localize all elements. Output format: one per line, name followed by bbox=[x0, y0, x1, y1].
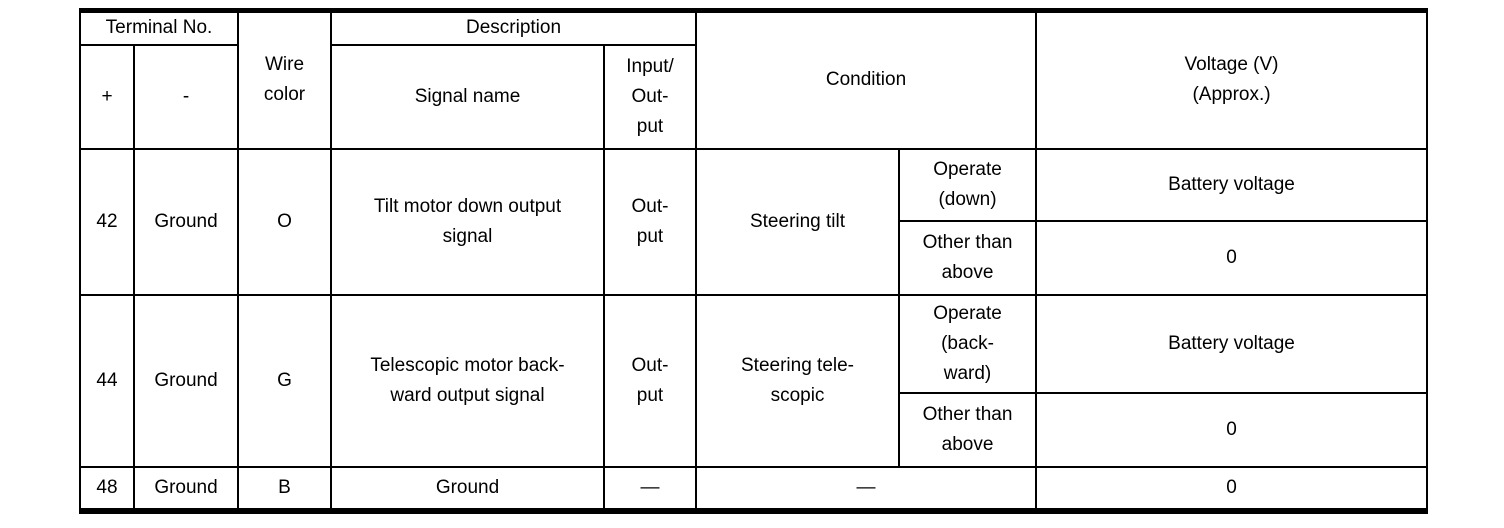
sub-condition-cell: Operate (back- ward) bbox=[898, 293, 1038, 394]
header-wire-color: Wire color bbox=[237, 9, 332, 150]
condition-cell: — bbox=[695, 465, 1038, 512]
table-row: 44 Ground G Telescopic motor back- ward … bbox=[79, 293, 1429, 468]
header-signal-name: Signal name bbox=[330, 43, 605, 150]
header-input-output: Input/ Out- put bbox=[602, 43, 698, 150]
wire-color-cell: O bbox=[237, 147, 332, 296]
voltage-cell: Battery voltage bbox=[1035, 293, 1429, 394]
signal-name-cell: Tilt motor down output signal bbox=[330, 147, 605, 296]
signal-name-cell: Telescopic motor back- ward output signa… bbox=[330, 293, 605, 468]
terminal-plus-cell: 44 bbox=[79, 293, 135, 468]
sub-condition-cell: Other than above bbox=[898, 219, 1038, 296]
signal-name-cell: Ground bbox=[330, 465, 605, 512]
voltage-cell: 0 bbox=[1035, 219, 1429, 296]
header-row-sub: + - Signal name Input/ Out- put bbox=[79, 43, 1427, 150]
sub-condition-cell: Operate (down) bbox=[898, 147, 1038, 222]
input-output-cell: Out- put bbox=[602, 147, 698, 296]
condition-cell: Steering tilt bbox=[695, 147, 901, 296]
voltage-cell: 0 bbox=[1035, 391, 1429, 468]
input-output-cell: Out- put bbox=[602, 293, 698, 468]
wire-color-cell: B bbox=[237, 465, 332, 512]
header-voltage: Voltage (V) (Approx.) bbox=[1035, 9, 1429, 150]
header-terminal-no: Terminal No. bbox=[79, 9, 239, 46]
header-description: Description bbox=[329, 9, 698, 46]
terminal-minus-cell: Ground bbox=[133, 465, 239, 512]
table-row: Other than above 0 bbox=[80, 391, 1429, 468]
voltage-cell: Battery voltage bbox=[1035, 147, 1429, 222]
terminal-spec-table: Terminal No. Wire color Description Cond… bbox=[79, 8, 1429, 514]
terminal-minus-cell: Ground bbox=[133, 147, 239, 296]
terminal-plus-cell: 48 bbox=[79, 465, 135, 512]
wire-color-cell: G bbox=[237, 293, 332, 468]
voltage-cell: 0 bbox=[1035, 465, 1429, 512]
sub-condition-cell: Other than above bbox=[898, 391, 1038, 468]
terminal-plus-cell: 42 bbox=[79, 147, 135, 296]
header-terminal-minus: - bbox=[133, 43, 239, 150]
header-row-top: Terminal No. Wire color Description Cond… bbox=[79, 9, 1429, 150]
input-output-cell: — bbox=[602, 465, 698, 512]
header-terminal-plus: + bbox=[79, 43, 135, 150]
table-row: 48 Ground B Ground — — 0 bbox=[79, 465, 1429, 512]
header-condition: Condition bbox=[695, 9, 1038, 150]
terminal-minus-cell: Ground bbox=[133, 293, 239, 468]
condition-cell: Steering tele- scopic bbox=[695, 293, 901, 468]
table-row: Other than above 0 bbox=[80, 219, 1429, 296]
table-row: 42 Ground O Tilt motor down output signa… bbox=[79, 147, 1429, 296]
